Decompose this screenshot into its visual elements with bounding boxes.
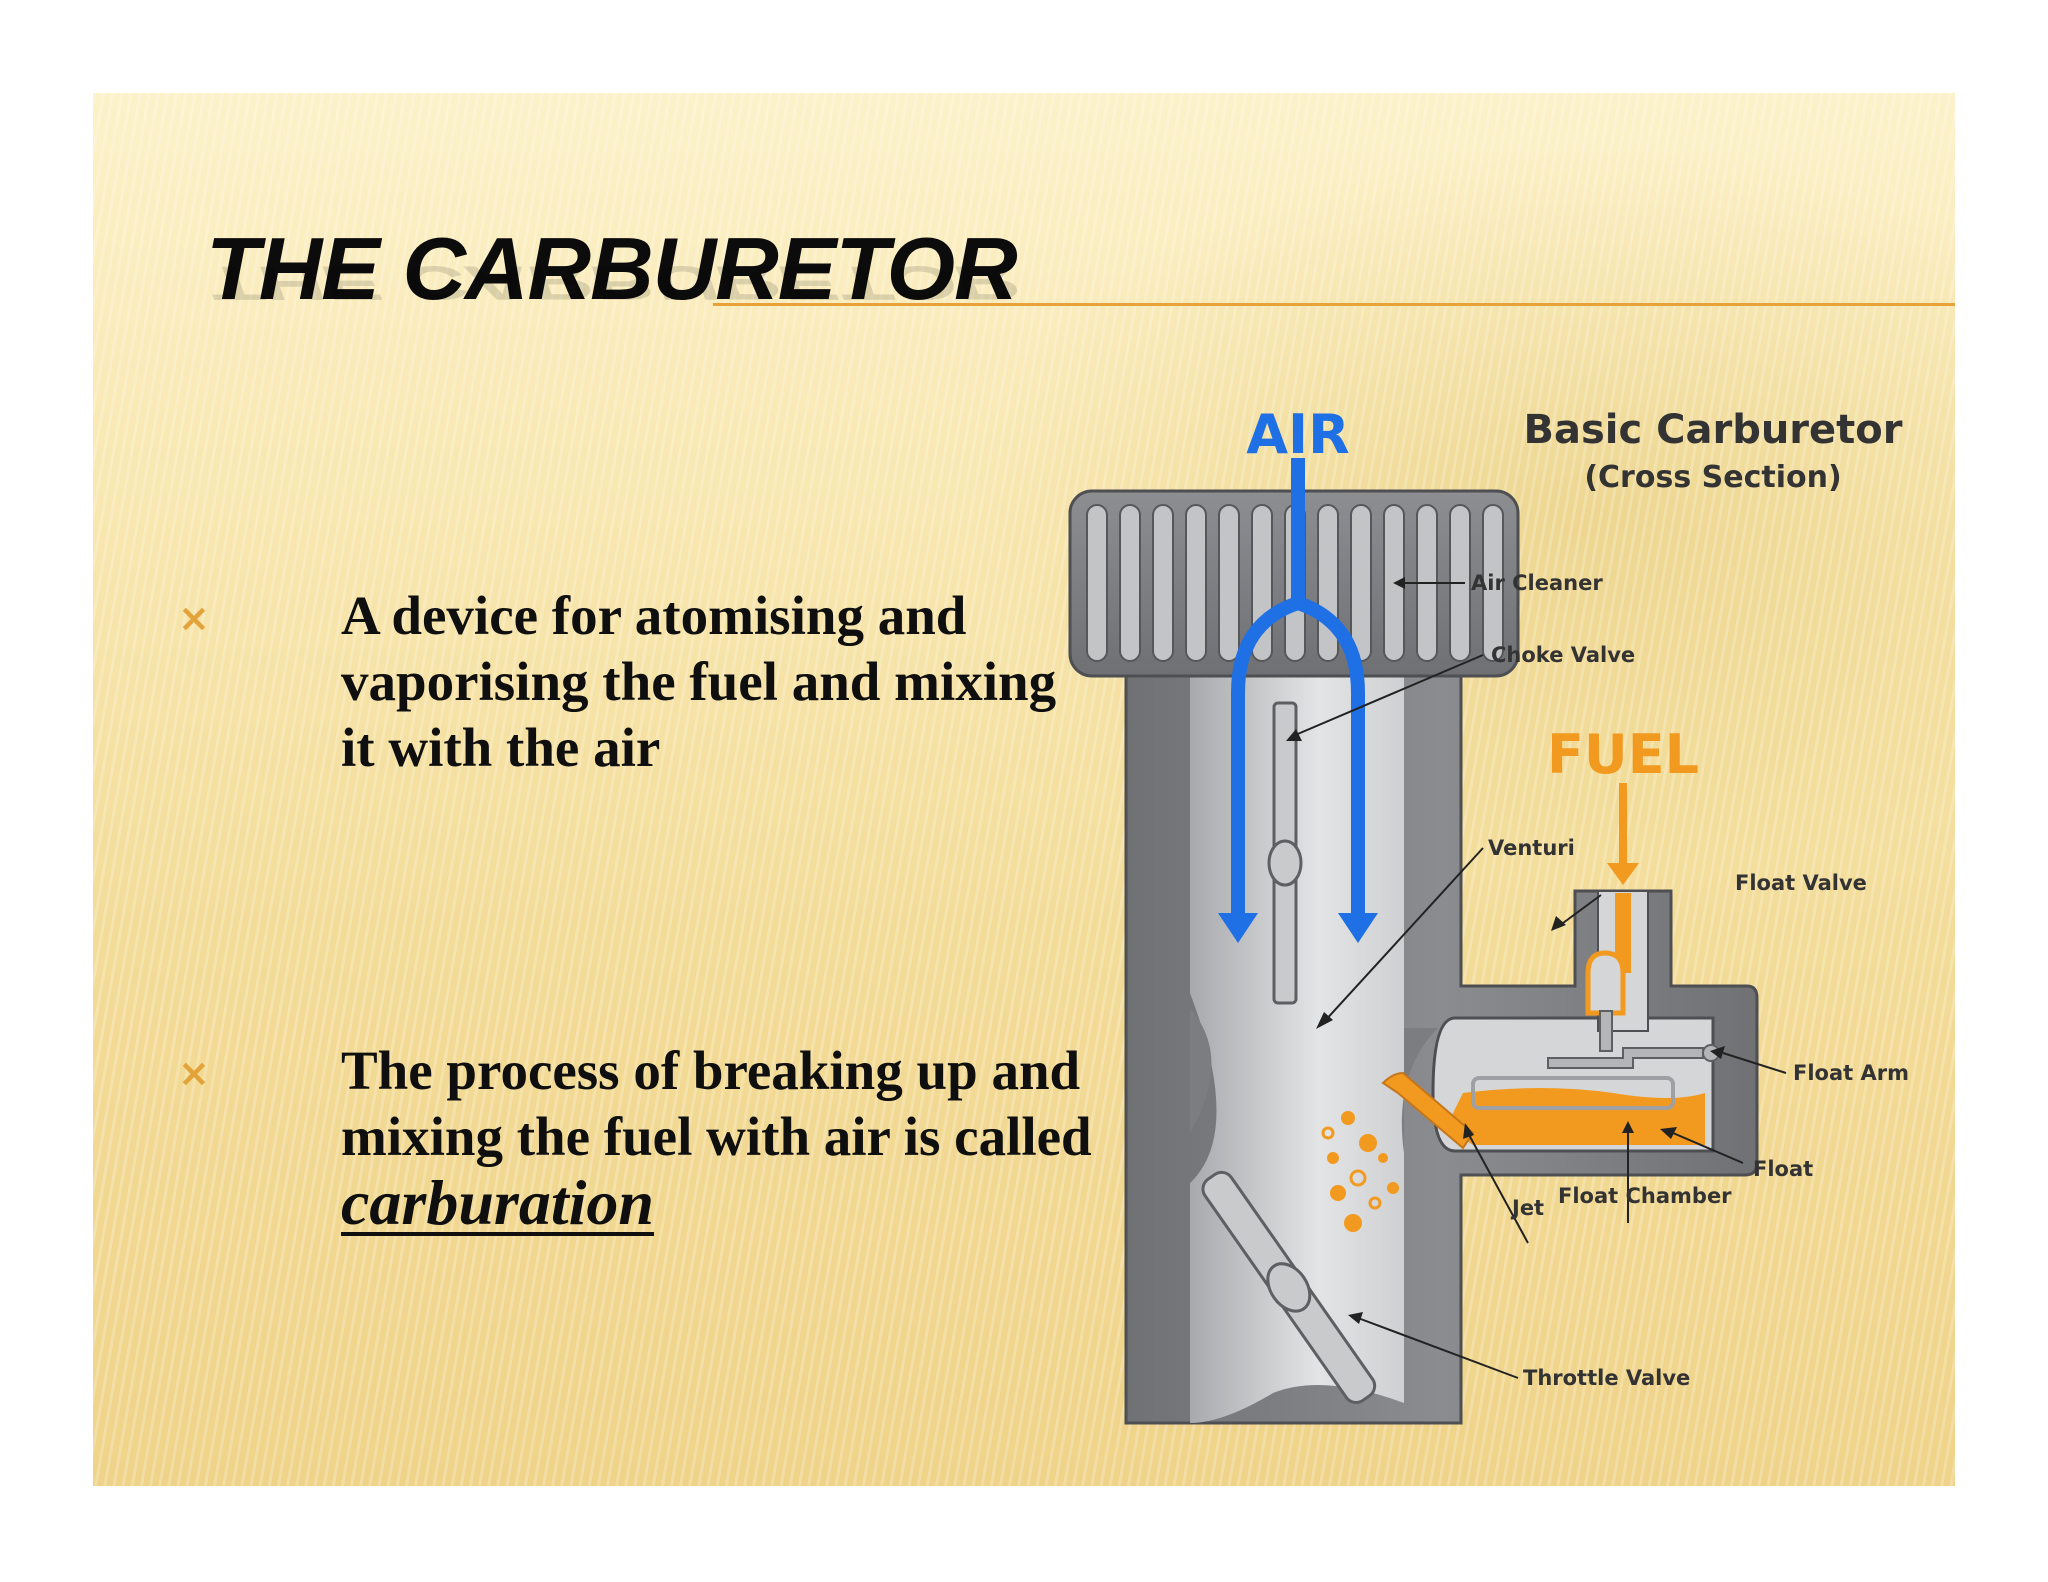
fuel-droplet: [1368, 1196, 1382, 1210]
float: [1471, 1076, 1675, 1110]
fuel-arrow: [1607, 783, 1639, 885]
label-float-arm: Float Arm: [1793, 1061, 1909, 1085]
air-flow-arrows: [1218, 458, 1378, 943]
label-choke-valve: Choke Valve: [1491, 643, 1635, 667]
slide-title: THE CARBURETOR: [206, 219, 1018, 318]
fuel-droplet: [1349, 1169, 1367, 1187]
label-jet: Jet: [1510, 1196, 1544, 1220]
bullet-text: The process of breaking up and mixing th…: [341, 1038, 1101, 1239]
diagram-title: Basic Carburetor: [1523, 407, 1902, 453]
callout-lines: [1292, 582, 1787, 1379]
fuel-droplet: [1387, 1182, 1399, 1194]
title-underline-rule: [713, 303, 1955, 306]
carburetor-diagram: AIR FUEL Basic Carburetor (Cross Section…: [1068, 403, 1909, 1425]
label-float-valve: Float Valve: [1735, 871, 1867, 895]
float-assembly: [1471, 950, 1720, 1110]
fuel-droplet: [1344, 1214, 1362, 1232]
callout-arrowheads: [1286, 577, 1725, 1324]
throttle-valve: [1201, 1170, 1377, 1404]
label-air-cleaner: Air Cleaner: [1471, 571, 1603, 595]
fuel-droplet: [1327, 1152, 1339, 1164]
label-throttle-valve: Throttle Valve: [1523, 1366, 1690, 1390]
fuel-droplet: [1341, 1111, 1355, 1125]
fuel-droplet: [1359, 1134, 1377, 1152]
carburation-term: carburation: [341, 1167, 654, 1238]
float-valve: [1585, 950, 1626, 1016]
fuel-droplet: [1330, 1185, 1346, 1201]
label-venturi: Venturi: [1488, 836, 1575, 860]
fuel-level: [1453, 1088, 1705, 1145]
bullet-text: A device for atomising and vaporising th…: [341, 585, 1057, 778]
float-arm: [1547, 1047, 1704, 1069]
fuel-elements: [1321, 893, 1705, 1232]
label-float-chamber: Float Chamber: [1558, 1184, 1732, 1208]
callout-labels: Air Cleaner Choke Valve Venturi Float Va…: [1471, 571, 1909, 1390]
slide: THE CARBURETOR THE CARBURETOR × A device…: [93, 93, 1955, 1486]
air-label: AIR: [1246, 403, 1349, 466]
bullet-text-lead: The process of breaking up and mixing th…: [341, 1040, 1092, 1167]
fuel-droplet: [1378, 1153, 1388, 1163]
bullet-x-icon: ×: [178, 596, 210, 640]
label-float: Float: [1753, 1157, 1813, 1181]
fuel-droplet: [1321, 1126, 1335, 1140]
jet-fuel: [1381, 1071, 1475, 1150]
fuel-inlet-stream: [1615, 893, 1631, 973]
diagram-subtitle: (Cross Section): [1584, 460, 1841, 495]
fuel-label: FUEL: [1547, 723, 1699, 786]
choke-valve: [1267, 701, 1303, 1005]
bullet-x-icon: ×: [178, 1051, 210, 1095]
